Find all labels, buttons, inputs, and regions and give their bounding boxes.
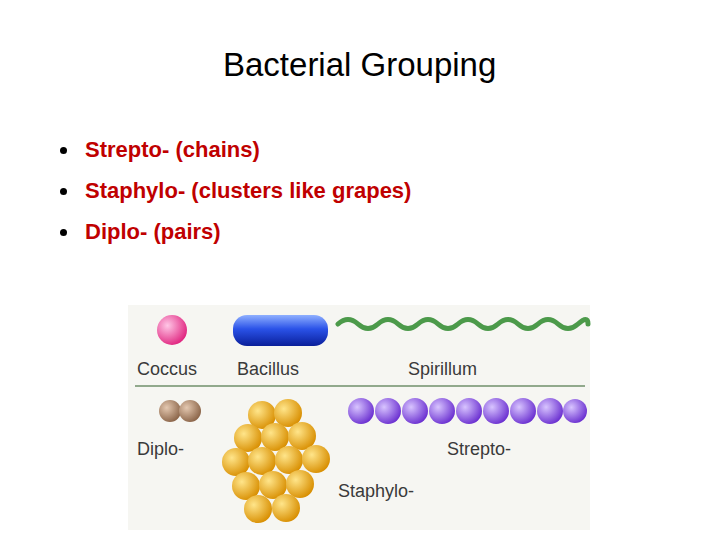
bullet-dot: [60, 229, 67, 236]
bullet-item: Diplo- (pairs): [85, 219, 221, 245]
slide-title: Bacterial Grouping: [223, 46, 496, 84]
bullet-item: Strepto- (chains): [85, 137, 260, 163]
grouping-label: Staphylo-: [338, 481, 414, 502]
grouping-label: Strepto-: [447, 439, 511, 460]
shape-label: Coccus: [137, 359, 197, 380]
picture-ground: [128, 305, 590, 530]
staphylo-cluster: [222, 399, 330, 523]
diplo-cell: [159, 400, 181, 422]
bacillus-cell: [233, 315, 328, 346]
divider-line: [135, 385, 585, 387]
strepto-chain: [348, 398, 587, 424]
bullet-dot: [60, 147, 67, 154]
spirillum-cell: [338, 320, 588, 329]
bullet-item: Staphylo- (clusters like grapes): [85, 178, 411, 204]
coccus-cell: [157, 315, 187, 345]
grouping-label: Diplo-: [137, 439, 184, 460]
bullet-dot: [60, 188, 67, 195]
diplo-cell: [179, 400, 201, 422]
shape-label: Bacillus: [237, 359, 299, 380]
shape-label: Spirillum: [408, 359, 477, 380]
